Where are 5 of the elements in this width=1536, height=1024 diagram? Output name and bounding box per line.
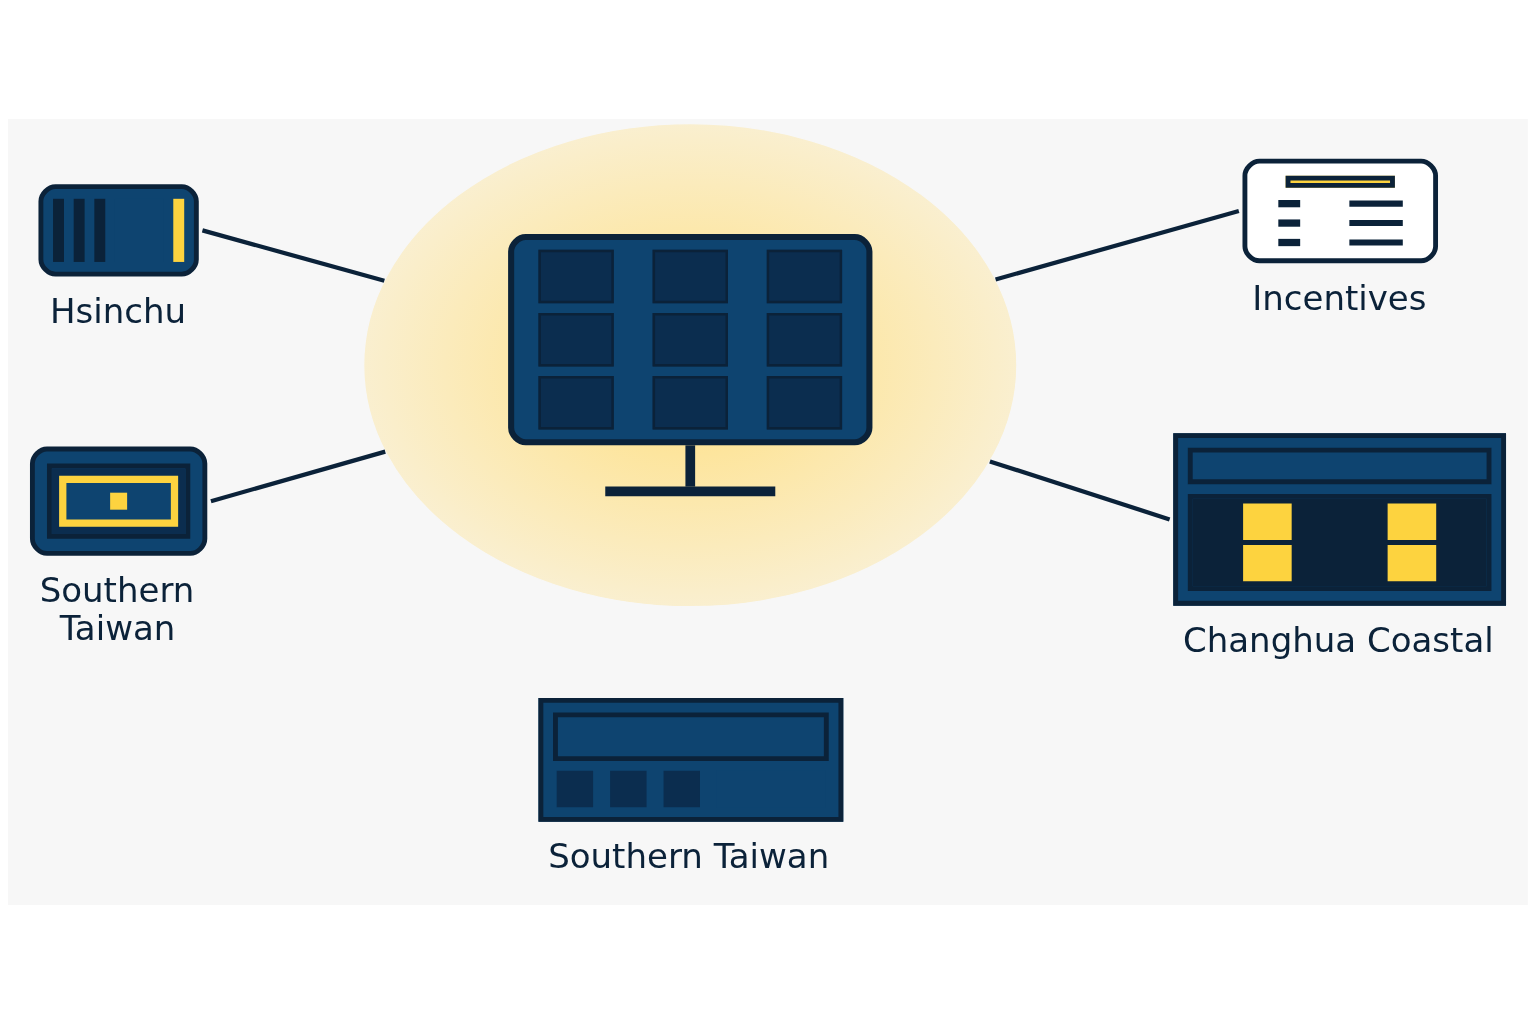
- node-label: Southern Taiwan: [39, 570, 195, 649]
- node-label: Incentives: [1252, 277, 1427, 318]
- node-label: Hsinchu: [50, 291, 187, 332]
- node-label: Changhua Coastal: [1182, 620, 1494, 661]
- node-label: Southern Taiwan: [548, 836, 830, 877]
